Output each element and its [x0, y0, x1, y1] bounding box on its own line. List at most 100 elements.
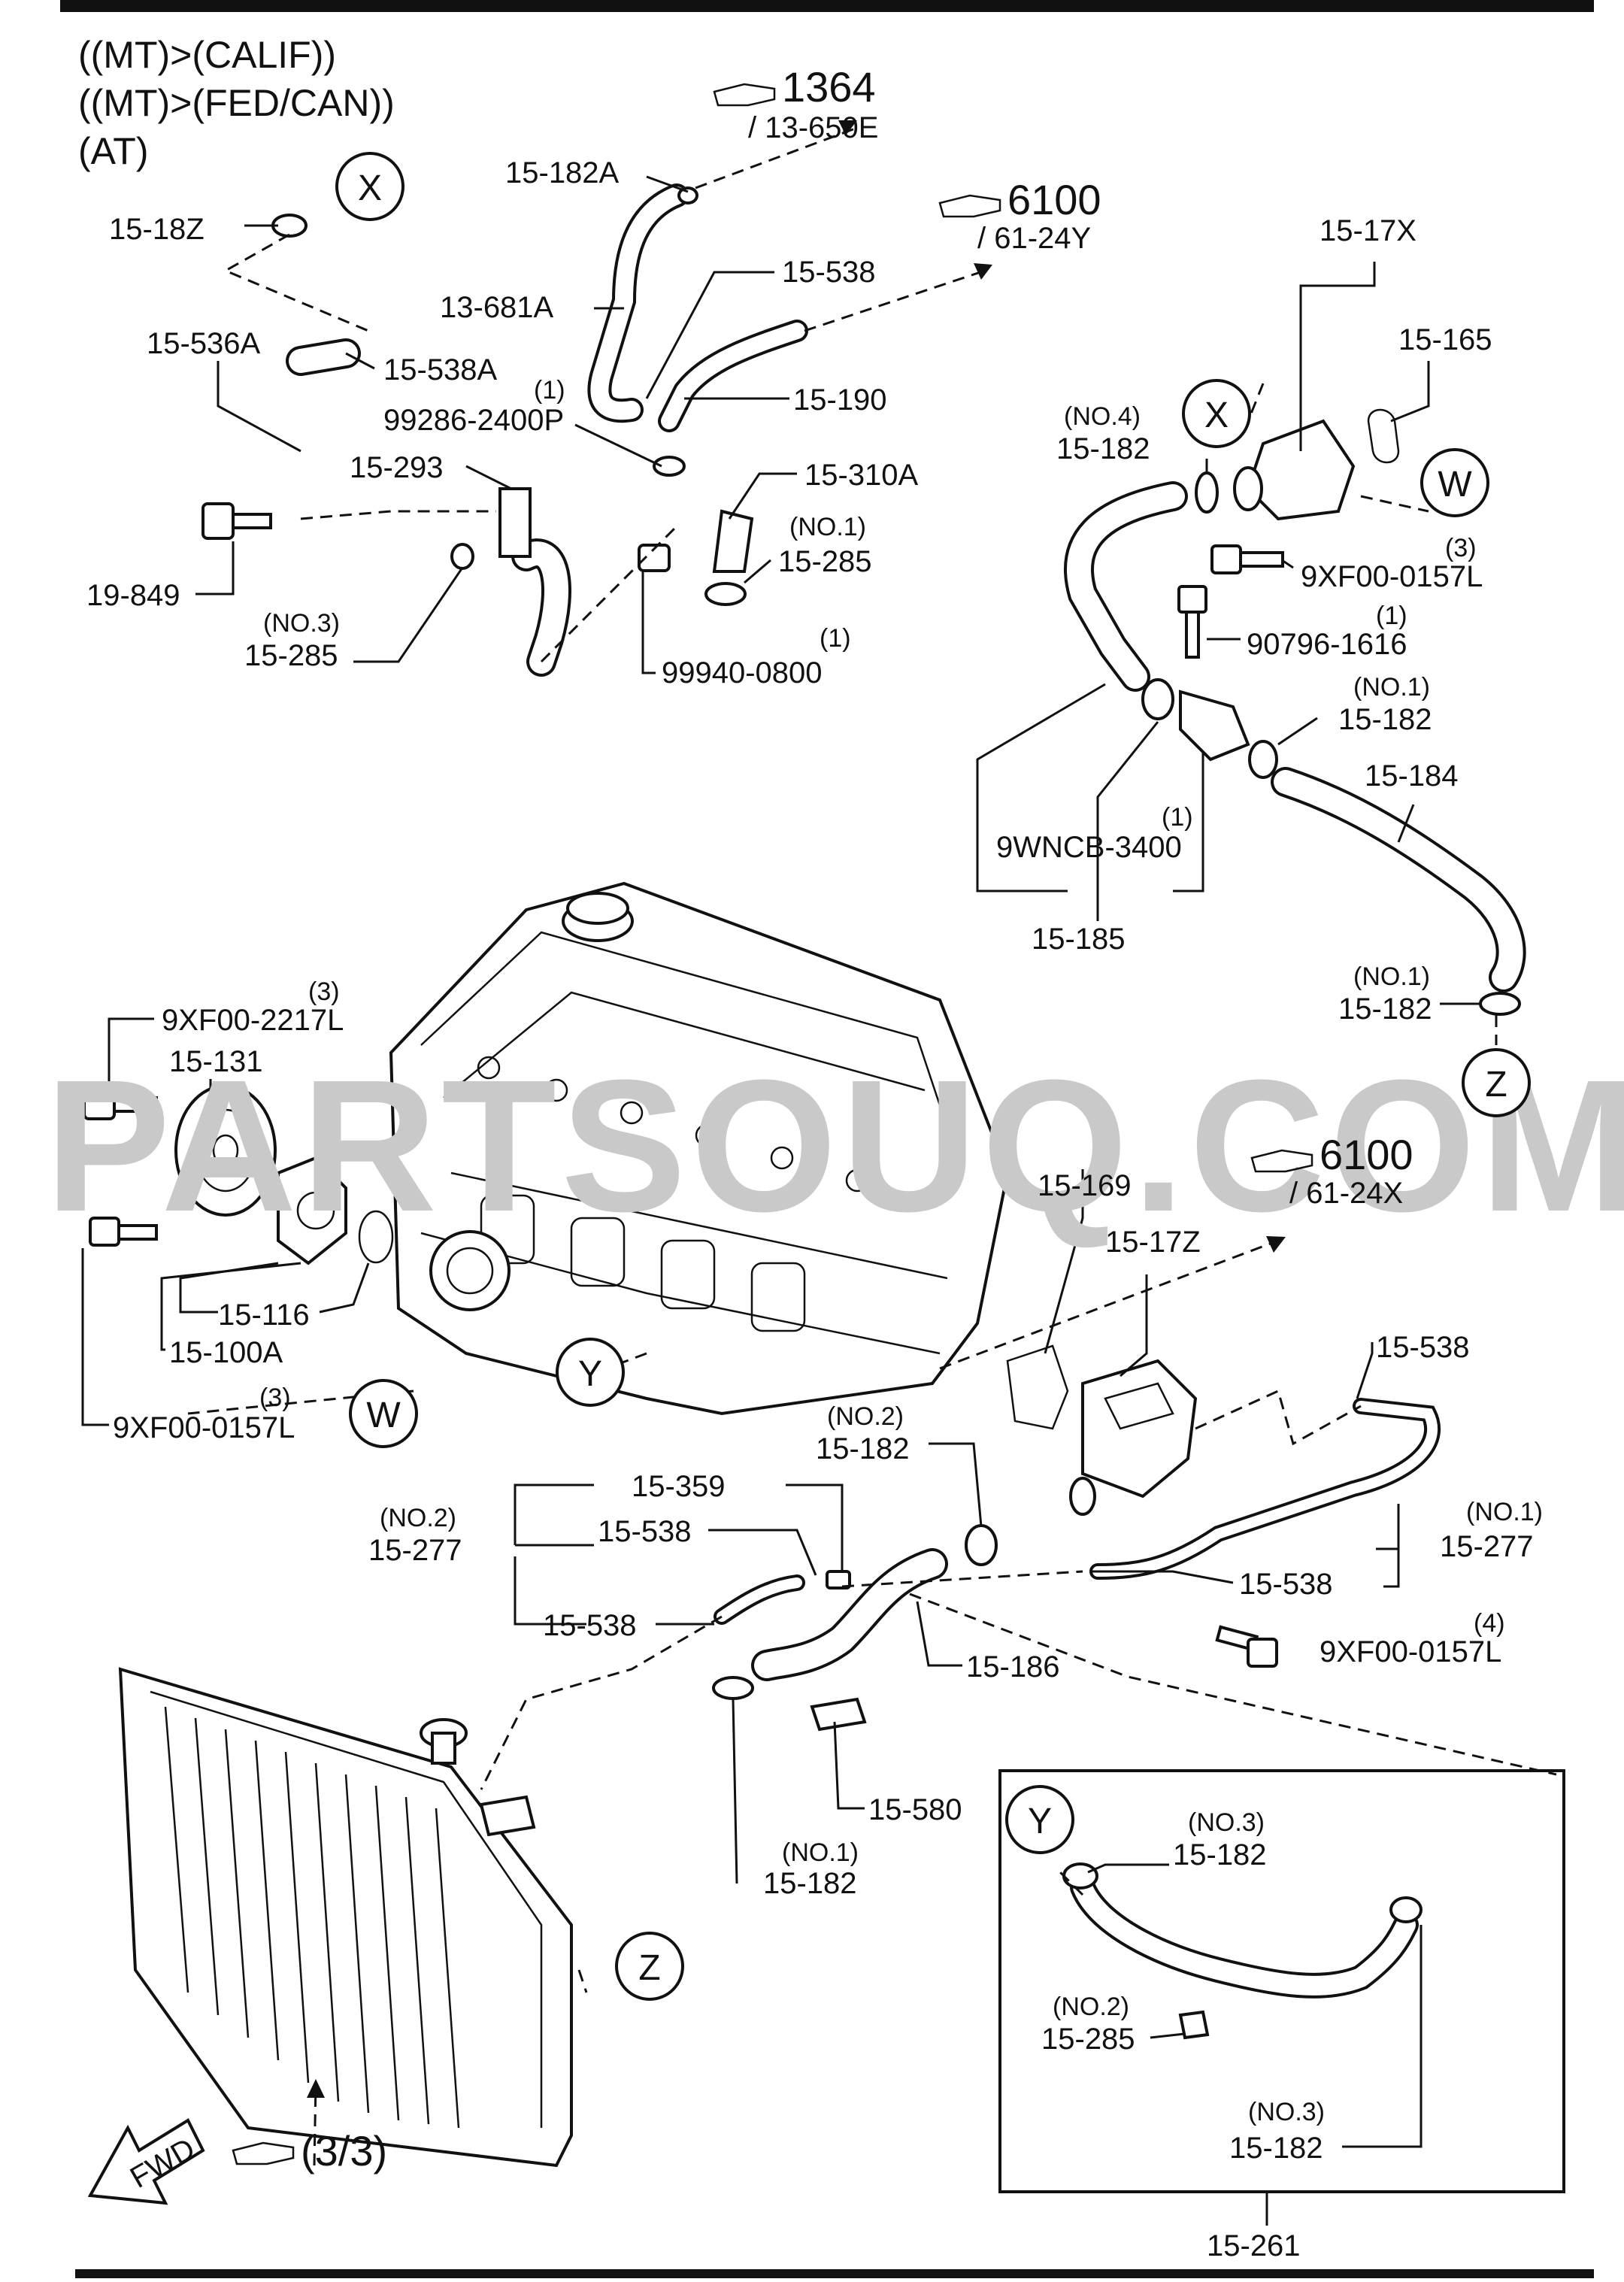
clamp-15-285-no3 — [450, 543, 474, 570]
qty-99940-0800: (1) — [820, 624, 851, 653]
bolt-90796-1616 — [1177, 585, 1207, 659]
label-15-190: 15-190 — [793, 383, 887, 417]
label-9WNCB-3400: 9WNCB-3400 — [996, 831, 1182, 864]
qty-15-182-no1-c: (NO.1) — [782, 1838, 859, 1867]
nut-99940-0800 — [638, 544, 671, 572]
clamp-15-182-no3-a — [1062, 1862, 1098, 1890]
svg-text:Y: Y — [1028, 1802, 1052, 1841]
hose-15-190 — [658, 320, 808, 432]
svg-text:6100: 6100 — [1320, 1131, 1413, 1178]
clamp-15-182-no1-b — [1479, 992, 1521, 1016]
label-15-186: 15-186 — [966, 1650, 1060, 1683]
clip-15-285-no2 — [1178, 2010, 1210, 2040]
hose-15-277-no1 — [1089, 1398, 1441, 1580]
gasket-15-165 — [1367, 408, 1400, 464]
pointing-hand-icon — [232, 2141, 295, 2165]
qty-15-182-no2: (NO.2) — [827, 1402, 904, 1431]
label-15-182-no1-c: 15-182 — [763, 1867, 857, 1900]
label-15-580: 15-580 — [868, 1793, 962, 1826]
bolt-9XF00-2217L — [83, 1087, 158, 1120]
label-15-261: 15-261 — [1207, 2229, 1301, 2262]
svg-text:1364: 1364 — [782, 63, 876, 111]
top-border — [60, 0, 1594, 12]
clamp-9WNCB-3400 — [1141, 678, 1174, 720]
qty-15-277-no1: (NO.1) — [1466, 1498, 1543, 1526]
gasket-15-169 — [1006, 1344, 1069, 1430]
label-15-17Z: 15-17Z — [1105, 1226, 1201, 1259]
joint-pipe — [1179, 689, 1250, 762]
qty-15-182-no1-a: (NO.1) — [1353, 673, 1430, 702]
label-99286-2400P: 99286-2400P — [383, 404, 564, 437]
label-15-538-right: 15-538 — [1376, 1331, 1470, 1364]
connector-15-359 — [826, 1570, 851, 1590]
bolt-9XF00-0157L-3a — [1210, 544, 1284, 574]
label-15-169: 15-169 — [1038, 1169, 1132, 1202]
marker-w-right: W — [1420, 448, 1489, 517]
label-15-359: 15-359 — [632, 1470, 726, 1503]
bracket-15-310A — [712, 509, 754, 573]
svg-text:6100: 6100 — [1007, 176, 1101, 223]
clamp-15-182A — [677, 186, 698, 205]
bolt-19-849 — [201, 502, 272, 540]
header-line-1: ((MT)>(CALIF)) — [78, 34, 336, 76]
label-13-681A: 13-681A — [440, 291, 554, 324]
pointing-hand-icon — [713, 83, 776, 107]
label-15-116: 15-116 — [218, 1299, 310, 1332]
marker-x-right: X — [1182, 379, 1251, 448]
svg-text:Z: Z — [1485, 1065, 1507, 1105]
marker-z-bottom: Z — [615, 1932, 684, 2001]
label-15-182-no2: 15-182 — [816, 1432, 910, 1465]
hose-13-681A — [587, 183, 689, 423]
clamp-15-182-no1-c — [712, 1676, 754, 1700]
label-15-538A: 15-538A — [383, 353, 498, 386]
engine-cylinder-head — [389, 881, 1010, 1416]
qty-15-285-no1: (NO.1) — [789, 513, 866, 541]
label-15-293: 15-293 — [350, 451, 444, 484]
bottom-border — [75, 2269, 1594, 2278]
label-9XF00-0157L-3b: 9XF00-0157L — [113, 1411, 295, 1444]
clamp-15-182-no1-a — [1248, 740, 1278, 779]
svg-text:(3/3): (3/3) — [301, 2127, 387, 2174]
label-15-182-no3-a: 15-182 — [1173, 1838, 1267, 1871]
marker-w-left: W — [349, 1379, 418, 1448]
label-15-310A: 15-310A — [804, 459, 919, 492]
qty-15-182-no3-a: (NO.3) — [1188, 1808, 1265, 1837]
qty-15-182-no3-b: (NO.3) — [1248, 2098, 1325, 2126]
pulley-15-131 — [174, 1084, 277, 1217]
thermostat-housing-15-17X — [1233, 419, 1356, 521]
hose-15-184 — [1271, 767, 1526, 993]
svg-text:Z: Z — [638, 1948, 660, 1988]
label-15-538-top: 15-538 — [782, 256, 876, 289]
hose-15-277-no2 — [714, 1574, 805, 1625]
bolt-9XF00-0157L-4 — [1215, 1625, 1278, 1668]
label-15-100A: 15-100A — [169, 1336, 283, 1369]
gasket-15-116 — [358, 1210, 394, 1264]
clamp-15-285-no1 — [704, 582, 747, 606]
bolt-9XF00-0157L-3b — [89, 1217, 158, 1247]
qty-15-277-no2: (NO.2) — [380, 1504, 456, 1532]
label-15-538-left: 15-538 — [543, 1609, 637, 1642]
qty-15-182-no1-b: (NO.1) — [1353, 962, 1430, 991]
qty-9WNCB-3400: (1) — [1162, 803, 1193, 832]
label-15-538-middle: 15-538 — [598, 1515, 692, 1548]
ref-6100-top: 6100 / 61-24Y — [938, 176, 1101, 255]
ref-6100-mid: 6100 / 61-24X — [1250, 1131, 1413, 1210]
label-15-18Z: 15-18Z — [109, 213, 205, 246]
qty-9XF00-0157L-3b: (3) — [259, 1383, 291, 1412]
qty-90796-1616: (1) — [1376, 602, 1407, 630]
svg-text:X: X — [358, 168, 382, 208]
water-pump-15-100A — [277, 1156, 347, 1265]
header-line-2: ((MT)>(FED/CAN)) — [78, 82, 395, 124]
label-19-849: 19-849 — [86, 579, 180, 612]
label-15-538-bottom: 15-538 — [1239, 1568, 1333, 1601]
clip-99286-2400P — [653, 456, 686, 477]
label-15-277-no2: 15-277 — [368, 1534, 462, 1567]
inset-box-15-261 — [998, 1769, 1565, 2193]
label-9XF00-0157L-3a: 9XF00-0157L — [1301, 560, 1483, 593]
hose-15-185 — [1064, 481, 1188, 692]
label-15-285-no1: 15-285 — [778, 545, 872, 578]
bracket-15-293 — [498, 487, 532, 558]
svg-text:/ 61-24X: / 61-24X — [1289, 1177, 1403, 1210]
label-15-182-no1-b: 15-182 — [1338, 993, 1432, 1026]
